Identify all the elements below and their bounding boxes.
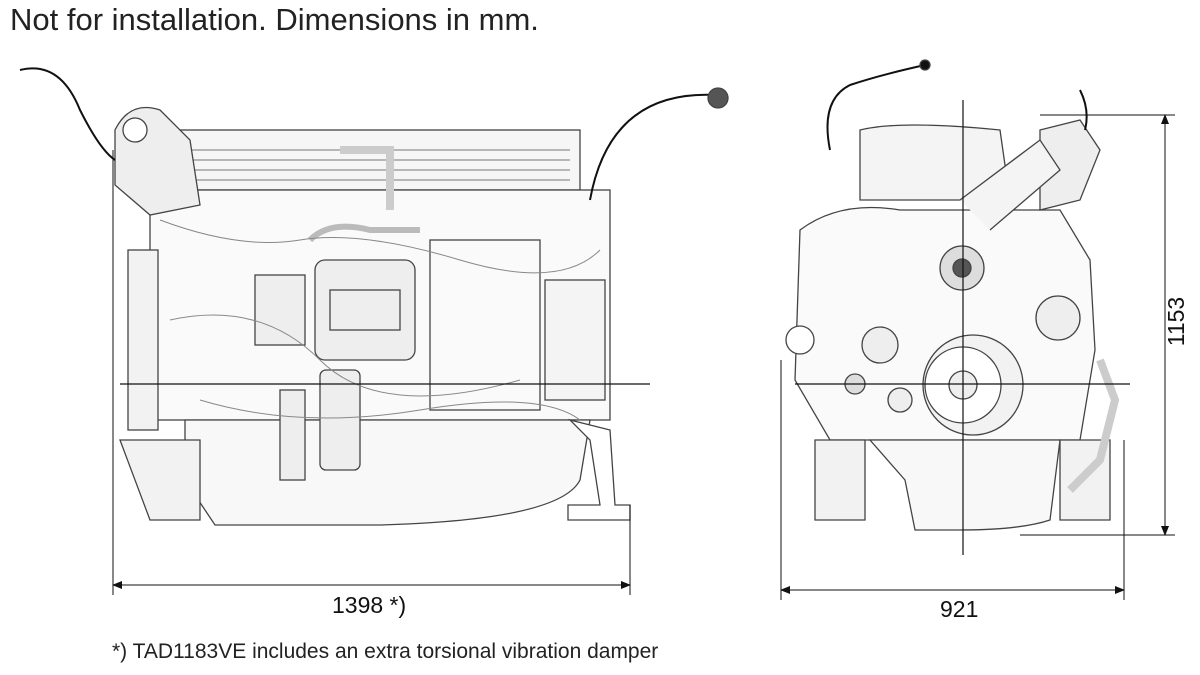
- page-title: Not for installation. Dimensions in mm.: [10, 2, 539, 37]
- front-view-engine: [785, 59, 1120, 531]
- center-lines: [120, 100, 1130, 555]
- height-dimension: 1153: [1163, 296, 1190, 347]
- length-dimension: 1398 *): [332, 592, 407, 618]
- footnote: *) TAD1183VE includes an extra torsional…: [112, 640, 659, 663]
- width-dimension: 921: [940, 596, 979, 622]
- side-view-engine: [19, 67, 729, 526]
- dimension-lines: [112, 114, 1175, 600]
